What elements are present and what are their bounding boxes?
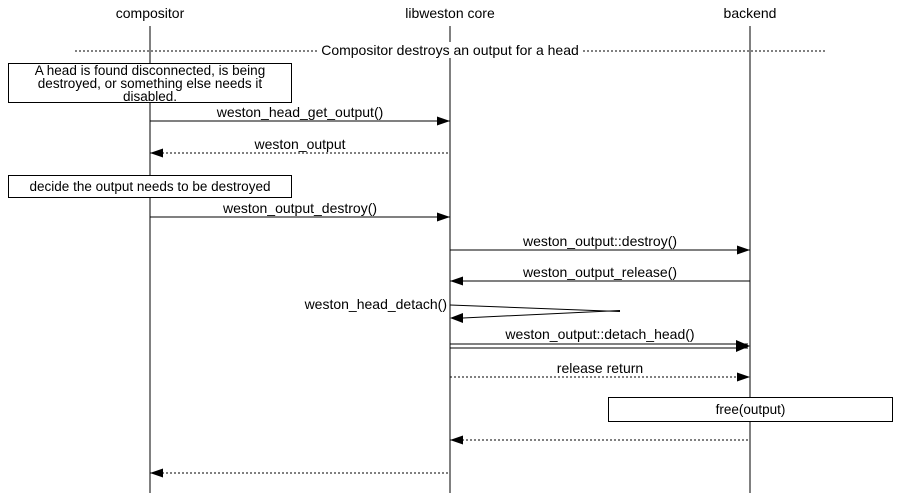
arrowhead-head-detach bbox=[450, 313, 463, 323]
message-label-head-get-output: weston_head_get_output() bbox=[216, 104, 384, 120]
self-message-loop-back bbox=[462, 310, 621, 319]
arrowhead-release-return bbox=[737, 372, 750, 382]
note-line: disabled. bbox=[122, 88, 178, 104]
message-label-release-return: release return bbox=[556, 360, 644, 376]
arrowhead-detach-head bbox=[736, 340, 750, 352]
message-label-output-destroy: weston_output_destroy() bbox=[222, 200, 378, 216]
arrowhead-head-get-output bbox=[437, 116, 450, 126]
message-label-detach-head: weston_output::detach_head() bbox=[505, 326, 695, 342]
arrowhead-output-release bbox=[450, 276, 463, 286]
note-line: decide the output needs to be destroyed bbox=[29, 179, 271, 194]
note-decide-destroy: decide the output needs to be destroyed bbox=[8, 175, 292, 198]
arrowhead-output-destroy bbox=[437, 212, 450, 222]
note-head-disconnected: A head is found disconnected, is being d… bbox=[8, 63, 292, 103]
message-label-output-release: weston_output_release() bbox=[522, 264, 678, 280]
arrowhead-weston-output-return bbox=[150, 148, 163, 158]
message-label-head-detach: weston_head_detach() bbox=[304, 296, 447, 312]
note-line: A head is found disconnected, is being bbox=[34, 62, 266, 78]
message-label-backend-destroy: weston_output::destroy() bbox=[522, 233, 678, 249]
divider: Compositor destroys an output for a head bbox=[75, 42, 825, 58]
arrowhead-return-backend-to-core bbox=[450, 435, 463, 445]
divider-label: Compositor destroys an output for a head bbox=[319, 42, 581, 58]
participant-libweston-core: libweston core bbox=[405, 5, 495, 21]
arrowhead-return-core-to-compositor bbox=[150, 468, 163, 478]
self-message-loop-out bbox=[449, 304, 621, 312]
note-line: free(output) bbox=[715, 402, 786, 417]
participant-compositor: compositor bbox=[115, 5, 185, 21]
arrowhead-backend-destroy bbox=[737, 245, 750, 255]
note-line: destroyed, or something else needs it bbox=[37, 75, 263, 91]
participant-backend: backend bbox=[723, 5, 777, 21]
note-free-output: free(output) bbox=[608, 397, 893, 422]
message-label-weston-output-return: weston_output bbox=[254, 136, 346, 152]
